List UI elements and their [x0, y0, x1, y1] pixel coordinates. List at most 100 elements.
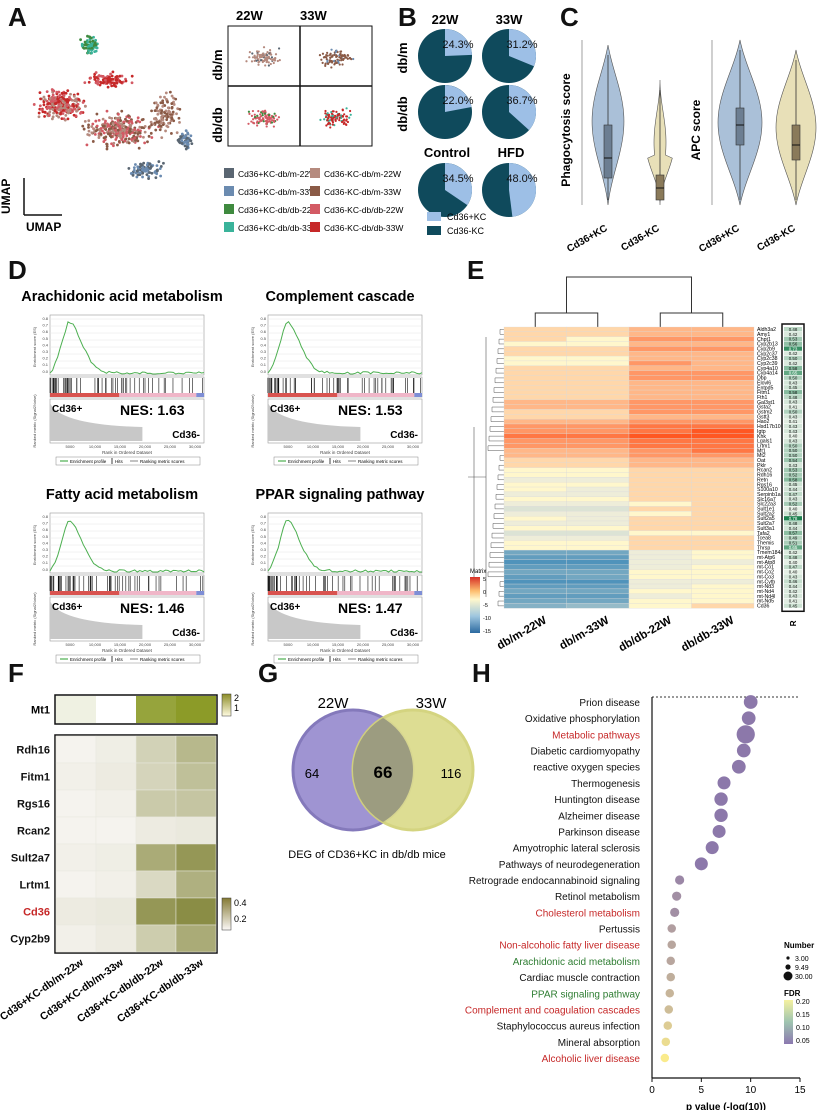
umap-split-point [276, 59, 279, 63]
umap-point [62, 97, 66, 100]
heatmap-r-cell [784, 574, 802, 579]
umap-point [135, 136, 139, 140]
heatmap-cell [503, 355, 567, 362]
umap-split-point [269, 62, 272, 66]
umap-point [65, 104, 69, 108]
umap-split-point [331, 123, 334, 126]
gsea-legend-label: Ranking metric scores [358, 459, 403, 464]
heatmap-cell [628, 394, 692, 400]
panel-d-gsea: Arachidonic acid metabolism0.80.70.60.50… [21, 289, 424, 664]
umap-split-point [268, 120, 271, 123]
gsea-legend-label: Hits [115, 657, 123, 662]
gsea-legend-box [273, 654, 419, 664]
heatmap-cell [503, 564, 567, 570]
heatmap-gene-label: Chpt1 [757, 337, 771, 343]
heatmap-cell [566, 448, 630, 454]
heatmap-gene-label: Entpd5 [757, 385, 774, 391]
umap-point [153, 109, 157, 112]
gsea-ylabel-rank: Ranked metric (Signal2Noise) [32, 394, 37, 448]
dotplot-legend-number-dot [783, 971, 793, 981]
umap-legend-label: Cd36-KC-db/m-22W [324, 169, 401, 179]
heatmap-cell [503, 559, 567, 565]
heatmap-r-value: 0.41 [789, 405, 798, 410]
umap-split-point [247, 110, 251, 113]
violin-ylabel-apc: APC score [689, 99, 703, 160]
umap-split-point [339, 50, 342, 53]
umap-point [42, 95, 46, 99]
umap-split-point [266, 51, 269, 54]
umap-point [90, 51, 94, 55]
umap-point [115, 116, 118, 120]
umap-point [172, 96, 175, 100]
gsea-ytick: 0.6 [42, 329, 48, 334]
heatmap-cell [503, 467, 567, 473]
umap-split-point [328, 53, 332, 57]
heatmap-gene-label: Sult3a1 [757, 526, 775, 532]
dotplot-point [705, 841, 719, 855]
umap-point [135, 169, 139, 173]
hmf-cell [95, 789, 137, 818]
umap-point [149, 120, 153, 124]
umap-point [153, 171, 157, 174]
gsea-nes: NES: 1.47 [338, 600, 403, 616]
heatmap-cell [691, 423, 755, 429]
venn-caption: DEG of CD36+KC in db/db mice [288, 849, 445, 861]
heatmap-cell [503, 326, 567, 332]
umap-row-header-dbm: db/m [210, 49, 225, 80]
heatmap-cell [628, 545, 692, 551]
heatmap-cell [628, 515, 692, 522]
pie-legend-swatch-neg [427, 226, 441, 235]
heatmap-gene-label: Cyp4a10 [757, 366, 778, 372]
umap-split-point [272, 61, 275, 65]
umap-split-point [338, 119, 341, 122]
umap-legend-swatch [224, 168, 234, 178]
umap-point [99, 127, 103, 130]
umap-split-point [339, 54, 343, 57]
heatmap-r-cell [784, 365, 802, 371]
heatmap-r-cell [784, 380, 802, 385]
heatmap-cell [566, 418, 630, 425]
hmf-cell [55, 924, 97, 953]
umap-point [114, 75, 118, 79]
heatmap-gene-label: Mt1 [757, 448, 766, 454]
umap-point [171, 110, 175, 114]
heatmap-cell [566, 574, 630, 580]
umap-point [48, 110, 52, 114]
umap-point [94, 71, 98, 74]
dotplot-point [660, 1053, 670, 1063]
heatmap-r-value: 0.41 [789, 599, 798, 604]
umap-point [64, 113, 68, 117]
umap-point [66, 117, 70, 121]
umap-point [153, 117, 156, 121]
umap-point [66, 100, 70, 104]
heatmap-cell [628, 404, 692, 410]
umap-split-point [247, 122, 250, 125]
umap-point [54, 99, 57, 103]
umap-point [57, 108, 61, 112]
umap-split-point [255, 59, 258, 62]
heatmap-cell [566, 535, 630, 541]
heatmap-r-cell [784, 462, 802, 468]
heatmap-r-value: 0.52 [789, 472, 798, 477]
heatmap-cell [566, 540, 630, 546]
umap-point [63, 106, 66, 110]
umap-col-header-22w: 22W [236, 8, 263, 23]
gsea-ylabel-rank: Ranked metric (Signal2Noise) [250, 394, 255, 448]
umap-point [114, 78, 118, 82]
umap-point [179, 135, 183, 139]
panel-label-h: H [472, 658, 491, 688]
umap-split-point [251, 52, 254, 55]
heatmap-r-cell [784, 385, 802, 390]
hmf-cell [135, 735, 177, 764]
heatmap-r-value: 0.43 [789, 380, 798, 385]
heatmap-scale-tick: -10 [483, 616, 491, 622]
heatmap-r-cell [784, 419, 802, 424]
umap-split-point [337, 114, 340, 117]
gsea-ytick: 0.0 [42, 369, 48, 374]
umap-point [177, 116, 181, 120]
dotplot-fdr-tick: 0.05 [796, 1038, 810, 1045]
heatmap-cell [566, 355, 630, 362]
gsea-ytick: 0.7 [42, 323, 48, 328]
umap-point [118, 125, 122, 129]
umap-main-scatter [32, 34, 194, 180]
